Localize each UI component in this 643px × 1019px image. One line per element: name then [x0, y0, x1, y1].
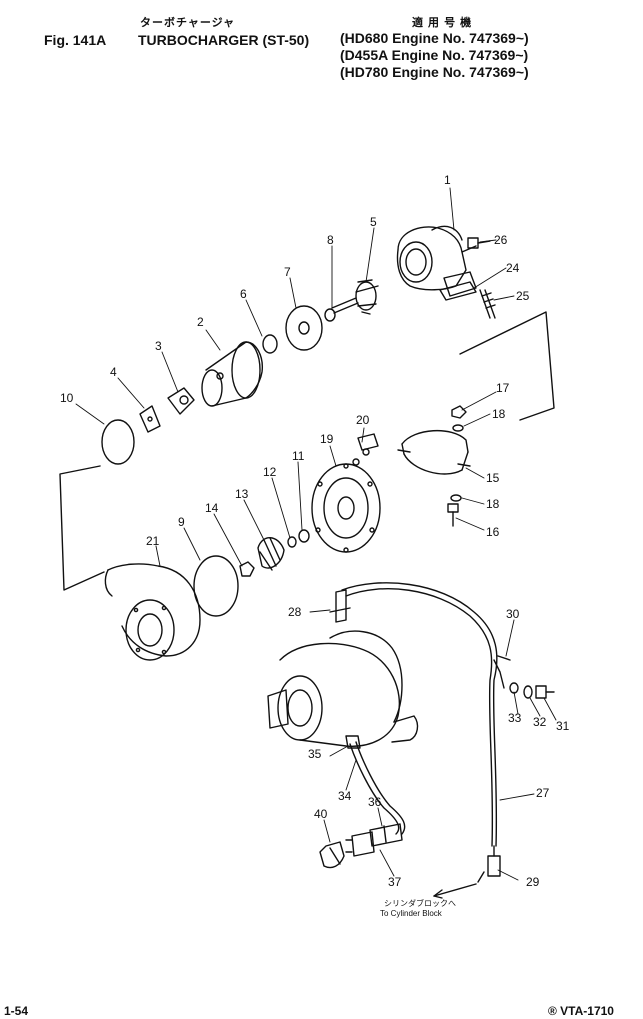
- callout-5: 5: [370, 215, 377, 229]
- callout-1: 1: [444, 173, 451, 187]
- seal-ring-8-part: [324, 308, 336, 322]
- callout-16: 16: [486, 525, 500, 539]
- figure-title: TURBOCHARGER (ST-50): [138, 32, 310, 48]
- callout-40: 40: [314, 807, 328, 821]
- nut-14-part: [239, 561, 255, 577]
- callout-4: 4: [110, 365, 117, 379]
- oil-pipe-27-part: [341, 582, 498, 847]
- figure-label: Fig. 141A: [44, 32, 107, 48]
- to-block-arrowhead: [433, 889, 443, 899]
- elbow-40-part: [319, 841, 345, 869]
- to-block-arrow: [433, 883, 477, 897]
- callout-34: 34: [338, 789, 352, 803]
- page-number: 1-54: [4, 1004, 29, 1018]
- callout-18-upper: 18: [492, 407, 506, 421]
- engine-applicability-3: (HD780 Engine No. 747369~): [340, 64, 529, 80]
- nut-17-part: [451, 405, 467, 419]
- callout-31: 31: [556, 719, 570, 733]
- callout-35: 35: [308, 747, 322, 761]
- callout-36: 36: [368, 795, 382, 809]
- ring-6-part: [262, 334, 278, 354]
- callout-19: 19: [320, 432, 334, 446]
- callout-18-lower: 18: [486, 497, 500, 511]
- lock-plate-24-part: [439, 281, 477, 301]
- callout-30: 30: [506, 607, 520, 621]
- callout-7: 7: [284, 265, 291, 279]
- title-japanese: ターボチャージャ: [140, 17, 236, 29]
- stud-25-part: [479, 289, 496, 319]
- callout-33: 33: [508, 711, 522, 725]
- document-code: ® VTA-1710: [548, 1004, 614, 1018]
- to-block-note: To Cylinder Block: [380, 909, 442, 918]
- engine-applicability-1: (HD680 Engine No. 747369~): [340, 30, 529, 46]
- callout-29: 29: [526, 875, 540, 889]
- bolt-20-part: [352, 433, 379, 466]
- clamp-15-part: [397, 429, 471, 475]
- tube-34-part: [349, 741, 406, 835]
- callout-labels: 1 2 3 4 5 6 7 8 9 10 11 12 13 14 15 16 1…: [60, 173, 570, 889]
- callout-10: 10: [60, 391, 74, 405]
- callout-leaders: [75, 187, 557, 881]
- applicable-models-label: 適 用 号 機: [412, 17, 473, 29]
- bolt-26-part: [467, 237, 491, 249]
- callout-20: 20: [356, 413, 370, 427]
- callout-24: 24: [506, 261, 520, 275]
- callout-14: 14: [205, 501, 219, 515]
- elbow-29-part: [477, 845, 501, 883]
- fitting-30-part: [493, 655, 511, 689]
- connector-35-part: [345, 735, 361, 749]
- washer-32-part: [523, 685, 533, 699]
- washer-18-upper-part: [452, 424, 464, 432]
- washer-33-part: [509, 682, 519, 694]
- fitting-36-part: [369, 823, 403, 847]
- assembly-bracket-left: [59, 465, 105, 591]
- back-plate-7-part: [285, 305, 323, 351]
- compressor-housing-21-part: [104, 563, 201, 661]
- callout-37: 37: [388, 875, 402, 889]
- ring-11-part: [298, 529, 310, 543]
- compressor-impeller-13-part: [257, 537, 285, 571]
- callout-26: 26: [494, 233, 508, 247]
- callout-9: 9: [178, 515, 185, 529]
- callout-21: 21: [146, 534, 160, 548]
- callout-3: 3: [155, 339, 162, 353]
- ring-12-part: [287, 536, 297, 548]
- assembly-bracket-right: [459, 311, 555, 421]
- turbocharger-assembly: [267, 630, 419, 747]
- callout-28: 28: [288, 605, 302, 619]
- compressor-back-plate-19-part: [311, 463, 381, 553]
- callout-8: 8: [327, 233, 334, 247]
- callout-17: 17: [496, 381, 510, 395]
- callout-13: 13: [235, 487, 249, 501]
- turbine-housing-part: [396, 225, 477, 297]
- adapter-37-part: [345, 831, 375, 857]
- o-ring-9-part: [193, 555, 239, 617]
- bearing-3-part: [167, 387, 195, 415]
- callout-6: 6: [240, 287, 247, 301]
- to-block-note-japanese: シリンダブロックへ: [384, 899, 456, 908]
- callout-2: 2: [197, 315, 204, 329]
- bolt-16-part: [447, 503, 459, 527]
- washer-18-lower-part: [450, 494, 462, 502]
- plate-4-part: [139, 405, 161, 433]
- bolt-31-part: [535, 685, 555, 699]
- pipe-fitting-28-part: [329, 589, 351, 623]
- callout-25: 25: [516, 289, 530, 303]
- center-housing-part: [201, 341, 263, 407]
- callout-12: 12: [263, 465, 277, 479]
- callout-27: 27: [536, 786, 550, 800]
- engine-applicability-2: (D455A Engine No. 747369~): [340, 47, 529, 63]
- o-ring-10-part: [101, 419, 135, 465]
- callout-15: 15: [486, 471, 500, 485]
- callout-32: 32: [533, 715, 547, 729]
- turbine-wheel-shaft-part: [331, 279, 379, 315]
- callout-11: 11: [292, 449, 305, 463]
